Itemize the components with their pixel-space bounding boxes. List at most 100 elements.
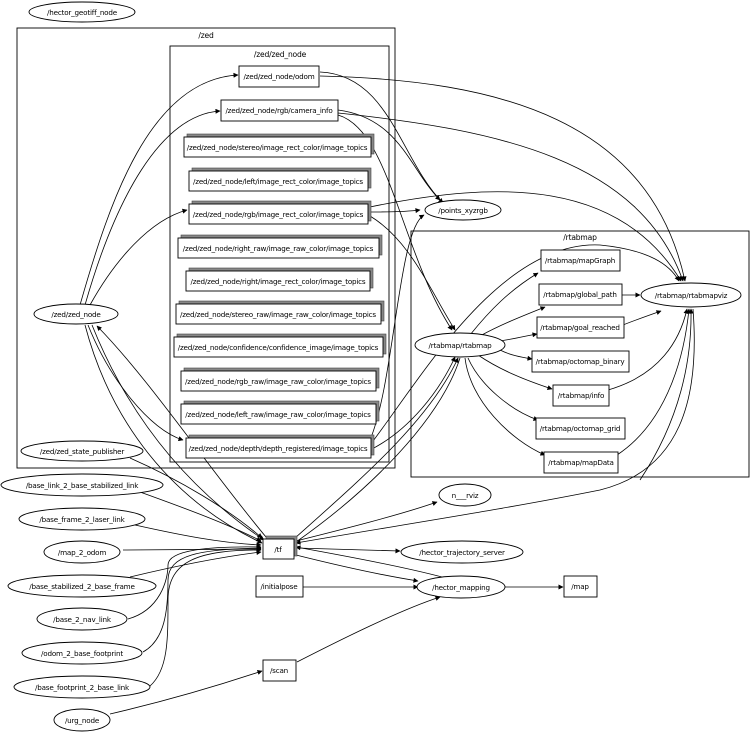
node-confidence[interactable]: /zed/zed_node/confidence/confidence_imag…	[173, 333, 387, 358]
node-octomap-grid[interactable]: /rtabmap/octomap_grid	[535, 417, 626, 440]
cluster-rtabmap: /rtabmap	[410, 230, 750, 478]
node-base-stabilized-2-base-frame[interactable]: /base_stabilized_2_base_frame	[7, 574, 157, 598]
edge-rgbrect-points	[369, 208, 421, 214]
node-map[interactable]: /map	[563, 575, 598, 598]
node-rtabmap-rtabmap[interactable]: /rtabmap/rtabmap	[414, 332, 506, 358]
edge-rgbrect-viz	[369, 191, 682, 282]
node-label: /rtabmap/octomap_binary	[536, 357, 626, 366]
node-label: /zed/zed_node/right_raw/image_raw_color/…	[183, 244, 374, 253]
node-global-path[interactable]: /rtabmap/global_path	[538, 283, 623, 306]
node-right-rect[interactable]: /zed/zed_node/right/image_rect_color/ima…	[185, 267, 374, 292]
node-zed-zed-node[interactable]: /zed/zed_node	[33, 303, 119, 325]
cluster-title: /rtabmap	[563, 233, 597, 242]
node-odom-2-base-footprint[interactable]: /odom_2_base_footprint	[21, 641, 143, 665]
node-stereo-rect[interactable]: /zed/zed_node/stereo/image_rect_color/im…	[183, 133, 375, 158]
edge-caminfo-viz	[337, 112, 684, 282]
node-rgb-rect[interactable]: /zed/zed_node/rgb/image_rect_color/image…	[188, 200, 372, 225]
node-label: /zed/zed_node/rgb/camera_info	[225, 106, 332, 115]
edge-tf-nrviz	[295, 501, 438, 542]
node-hector-geotiff[interactable]: /hector_geotiff_node	[28, 1, 136, 23]
node-label: /rtabmap/rtabmap	[428, 341, 492, 350]
node-label: /rtabmap/octomap_grid	[540, 424, 621, 433]
node-label: /zed/zed_node/right/image_rect_color/ima…	[191, 277, 366, 286]
node-scan[interactable]: /scan	[262, 659, 297, 682]
node-base-2-nav-link[interactable]: /base_2_nav_link	[36, 607, 128, 631]
edge-tf-viz	[639, 308, 694, 481]
node-map-2-odom[interactable]: /map_2_odom	[43, 540, 121, 564]
node-n-rviz[interactable]: n___rviz	[438, 483, 492, 507]
node-label: /zed/zed_node/rgb_raw/image_raw_color/im…	[185, 377, 371, 386]
edge-zednode-rgbrect	[89, 208, 188, 306]
edge-b2nav-tf	[127, 544, 262, 620]
node-label: /map_2_odom	[58, 548, 107, 557]
node-stereo-raw[interactable]: /zed/zed_node/stereo_raw/image_raw_color…	[175, 300, 385, 325]
node-label: /base_link_2_base_stabilized_link	[26, 481, 139, 490]
edge-map2odom-tf	[122, 546, 262, 552]
node-points-xyzrgb[interactable]: /points_xyzrgb	[424, 199, 502, 221]
node-label: /zed/zed_state_publisher	[40, 447, 125, 456]
node-label: /rtabmap/rtabmapviz	[655, 291, 728, 300]
node-label: /zed/zed_node/odom	[243, 72, 314, 81]
cluster-zed: /zed	[16, 27, 396, 469]
node-depth-registered[interactable]: /zed/zed_node/depth/depth_registered/ima…	[185, 434, 375, 459]
node-urg-node[interactable]: /urg_node	[53, 708, 111, 732]
node-right-raw[interactable]: /zed/zed_node/right_raw/image_raw_color/…	[177, 234, 383, 259]
node-label: /initialpose	[261, 582, 299, 591]
node-info[interactable]: /rtabmap/info	[552, 384, 610, 407]
node-goal-reached[interactable]: /rtabmap/goal_reached	[536, 316, 625, 339]
node-mapdata[interactable]: /rtabmap/mapData	[543, 451, 619, 474]
node-label: /rtabmap/goal_reached	[540, 323, 619, 332]
edge-bl2bsl-tf	[139, 491, 262, 542]
node-camera-info[interactable]: /zed/zed_node/rgb/camera_info	[220, 99, 339, 122]
node-label: /zed/zed_node/left_raw/image_raw_color/i…	[185, 410, 371, 419]
edge-rtab-grid	[467, 357, 539, 421]
node-label: /zed/zed_node/stereo/image_rect_color/im…	[187, 143, 368, 152]
node-rtabmapviz[interactable]: /rtabmap/rtabmapviz	[640, 282, 742, 308]
node-odom[interactable]: /zed/zed_node/odom	[238, 65, 320, 88]
node-label: /urg_node	[65, 716, 100, 725]
node-label: /map	[571, 582, 589, 591]
edge-tf-zednode	[96, 325, 267, 538]
edge-tf-hts	[295, 547, 401, 554]
edge-viz-tf	[295, 308, 695, 545]
node-base-frame-2-laser-link[interactable]: /base_frame_2_laser_link	[18, 507, 146, 531]
edge-scan-hm	[296, 596, 441, 663]
edge-zsp-tf	[129, 457, 263, 539]
edge-depth-rtab	[369, 356, 456, 451]
node-left-raw[interactable]: /zed/zed_node/left_raw/image_raw_color/i…	[180, 400, 380, 425]
node-base-footprint-2-base-link[interactable]: /base_footprint_2_base_link	[13, 675, 151, 699]
node-tf[interactable]: /tf	[262, 535, 298, 560]
cluster-zed-node: /zed/zed_node	[169, 45, 390, 463]
edge-bf2ll-tf	[134, 524, 262, 548]
node-label: /zed/zed_node/confidence/confidence_imag…	[178, 343, 379, 352]
node-label: /base_frame_2_laser_link	[39, 515, 125, 524]
node-label: /scan	[270, 666, 288, 675]
edge-rtab-info	[477, 354, 553, 390]
node-left-rect[interactable]: /zed/zed_node/left/image_rect_color/imag…	[188, 167, 372, 192]
node-label: /points_xyzrgb	[438, 206, 488, 215]
edge-goal-viz	[617, 310, 662, 328]
edge-caminfo-rtab	[337, 114, 453, 331]
node-label: /rtabmap/mapData	[548, 458, 613, 467]
cluster-title: /zed	[198, 31, 214, 40]
node-label: /rtabmap/mapGraph	[545, 256, 615, 265]
edge-hm-tf	[295, 545, 443, 578]
node-initialpose[interactable]: /initialpose	[255, 575, 304, 598]
node-rgb-raw[interactable]: /zed/zed_node/rgb_raw/image_raw_color/im…	[180, 367, 380, 392]
node-label: /hector_trajectory_server	[419, 548, 505, 557]
node-label: /base_2_nav_link	[53, 615, 112, 624]
edge-zednode-tf-2	[91, 324, 265, 541]
node-hector-mapping[interactable]: /hector_mapping	[416, 575, 506, 599]
node-zed-state-publisher[interactable]: /zed/zed_state_publisher	[20, 440, 144, 462]
node-mapgraph[interactable]: /rtabmap/mapGraph	[540, 249, 621, 272]
node-base-link-2-base-stabilized-link[interactable]: /base_link_2_base_stabilized_link	[0, 473, 164, 497]
edge-zednode-odom	[79, 72, 239, 306]
edge-caminfo-points	[337, 109, 441, 201]
node-octomap-binary[interactable]: /rtabmap/octomap_binary	[531, 350, 630, 373]
node-label: /base_footprint_2_base_link	[35, 683, 130, 692]
node-hector-trajectory-server[interactable]: /hector_trajectory_server	[400, 540, 524, 564]
edge-odom-viz	[319, 75, 687, 282]
edge-bs2bf-tf	[129, 550, 262, 578]
